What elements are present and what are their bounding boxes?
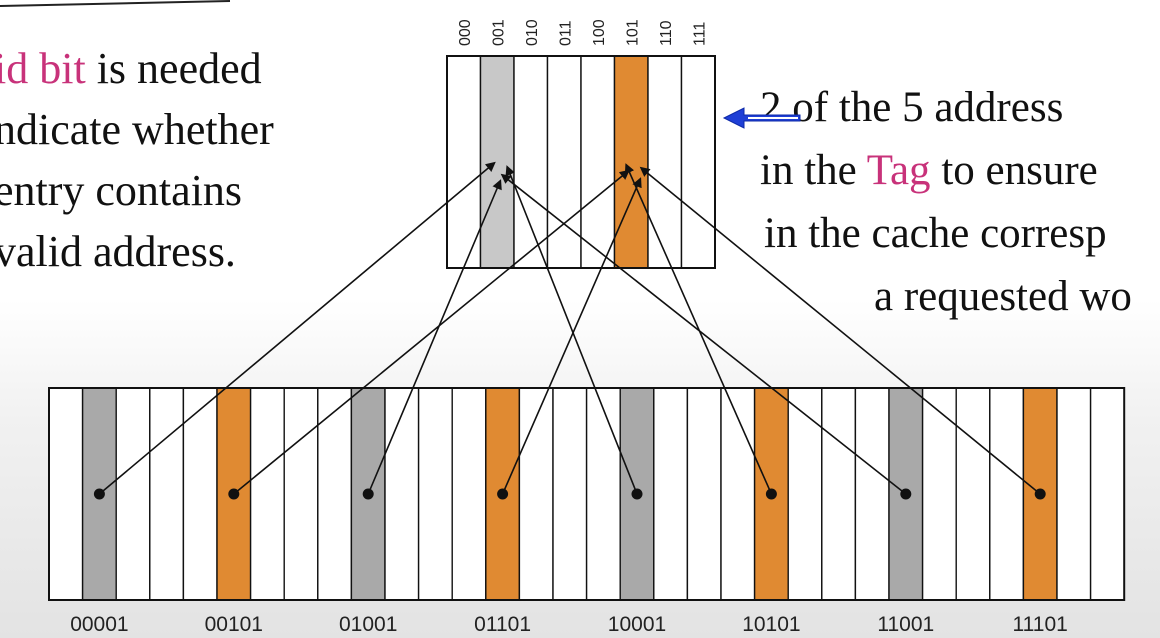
memory-address-label: 11101 xyxy=(1013,613,1068,636)
mapping-arrow-01101 xyxy=(501,177,642,495)
memory-slot xyxy=(686,387,722,601)
memory-address-label: 10001 xyxy=(608,613,666,636)
cache-slot-010 xyxy=(513,55,549,269)
mapping-arrows xyxy=(93,161,1046,500)
mapping-arrow-11101 xyxy=(639,166,1041,495)
right-line-2-prefix: in the xyxy=(760,147,867,194)
memory-address-label: 00001 xyxy=(70,613,128,636)
memory-slot xyxy=(384,387,420,601)
cache-slot-000 xyxy=(446,55,482,269)
memory-slot xyxy=(317,387,353,601)
right-text-line-1: 2 of the 5 address xyxy=(760,84,1064,131)
cache-slot-110 xyxy=(647,55,683,269)
cache-index-label: 101 xyxy=(624,19,641,46)
memory-slot xyxy=(821,387,857,601)
memory-slot xyxy=(249,387,285,601)
memory-slot xyxy=(787,387,823,601)
cache-border xyxy=(446,55,716,269)
memory-slot xyxy=(48,387,84,601)
cache-slot-001 xyxy=(479,55,515,269)
memory-address-dot xyxy=(497,488,509,500)
memory-address-dot xyxy=(765,488,777,500)
left-text-line-2: ndicate whether xyxy=(0,105,274,154)
cache-slot-101 xyxy=(613,55,649,269)
memory-address-label: 00101 xyxy=(205,613,263,636)
main-memory-array xyxy=(48,387,1126,601)
tag-pointer xyxy=(722,107,801,129)
valid-bit-explanation: id bit is needed ndicate whether entry c… xyxy=(0,38,334,282)
memory-border xyxy=(48,387,1126,601)
memory-address-dot xyxy=(900,488,912,500)
mapping-arrow-11001 xyxy=(500,173,907,495)
memory-address-dot xyxy=(1034,488,1046,500)
memory-slot xyxy=(149,387,185,601)
right-text-line-2: in the Tag to ensure xyxy=(760,139,1160,202)
cache-slot-111 xyxy=(680,55,716,269)
mapping-arrow-10001 xyxy=(505,165,638,495)
valid-bit-highlight: id bit xyxy=(0,44,86,93)
left-text-line-4: valid address. xyxy=(0,227,236,276)
memory-slot xyxy=(518,387,554,601)
memory-address-dot xyxy=(362,488,374,500)
left-text-line-3: entry contains xyxy=(0,166,243,215)
memory-address-dot xyxy=(228,488,240,500)
mapping-arrow-00101 xyxy=(233,169,630,495)
left-text-line-1: id bit is needed xyxy=(0,38,334,99)
memory-slot xyxy=(451,387,487,601)
memory-slot xyxy=(585,387,621,601)
address-labels: 00001 00101 01001 01101 10001 10101 11001 11101 xyxy=(70,613,1068,636)
memory-address-dot xyxy=(631,488,643,500)
cache-index-label: 110 xyxy=(658,20,675,46)
memory-slot xyxy=(182,387,218,601)
cache-array: 000 001 010 011 100 101 110 111 xyxy=(446,19,716,269)
cache-slot-011 xyxy=(546,55,582,269)
memory-slot xyxy=(955,387,991,601)
memory-slot xyxy=(921,387,957,601)
memory-slot xyxy=(283,387,319,601)
memory-slot xyxy=(552,387,588,601)
memory-address-label: 10101 xyxy=(742,613,800,636)
memory-slot xyxy=(115,387,151,601)
tag-highlight: Tag xyxy=(866,147,931,194)
cache-index-label: 011 xyxy=(557,20,574,46)
memory-address-label: 01101 xyxy=(474,613,531,636)
mapping-arrow-00001 xyxy=(98,161,496,495)
memory-slot xyxy=(653,387,689,601)
memory-slot xyxy=(854,387,890,601)
memory-address-label: 01001 xyxy=(339,613,397,636)
tag-explanation: 2 of the 5 address in the Tag to ensure … xyxy=(760,76,1160,328)
cache-index-label: 100 xyxy=(591,19,608,46)
memory-slot xyxy=(1056,387,1092,601)
cache-index-label: 001 xyxy=(490,19,507,46)
memory-slot xyxy=(417,387,453,601)
memory-slot xyxy=(1089,387,1125,601)
mapping-arrow-01001 xyxy=(367,179,502,495)
top-edge-stroke xyxy=(0,0,231,7)
right-line-2-rest: to ensure xyxy=(930,147,1098,194)
memory-address-label: 11001 xyxy=(877,613,934,636)
right-text-line-4: a requested wo xyxy=(874,273,1132,320)
cache-index-label: 000 xyxy=(457,19,474,46)
memory-slot xyxy=(989,387,1025,601)
cache-index-label: 010 xyxy=(524,19,541,46)
cache-slot-100 xyxy=(580,55,616,269)
right-text-line-3: in the cache corresp xyxy=(764,210,1107,257)
left-line-1-rest: is needed xyxy=(85,44,262,93)
cache-index-label: 111 xyxy=(691,22,708,46)
memory-address-dot xyxy=(93,488,105,500)
